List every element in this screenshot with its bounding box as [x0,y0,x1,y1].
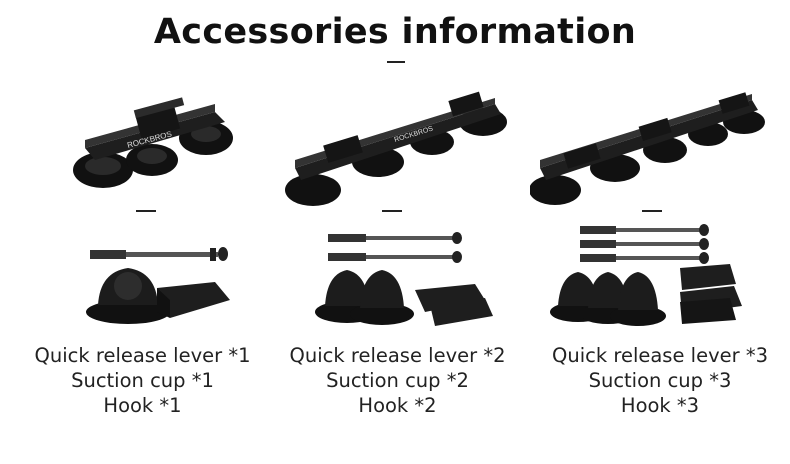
contents-line: Suction cup *1 [71,369,214,392]
package-triple: Quick release lever *3 Suction cup *3 Ho… [530,0,790,464]
double-rack-image: ROCKBROS [285,91,507,326]
contents-line: Suction cup *2 [326,369,469,392]
contents-line: Hook *2 [358,394,437,417]
contents-caption: Quick release lever *2 Suction cup *2 Ho… [265,343,530,418]
title-underline [387,61,405,63]
separator-dash [382,210,402,212]
contents-line: Quick release lever *2 [289,344,506,367]
package-double: ROCKBROS Quick release lever *2 Suction … [265,0,530,464]
page-title: Accessories information [153,12,637,52]
contents-caption: Quick release lever *3 Suction cup *3 Ho… [530,343,790,418]
package-single: ROCKBROS Quick release lever *1 Suction … [10,0,275,464]
contents-caption: Quick release lever *1 Suction cup *1 Ho… [10,343,275,418]
contents-line: Hook *1 [103,394,182,417]
contents-line: Hook *3 [620,394,700,417]
contents-line: Suction cup *3 [588,369,732,392]
contents-line: Quick release lever *3 [552,344,768,367]
separator-dash [136,210,156,212]
separator-dash [642,210,662,212]
triple-rack-image [530,92,765,326]
single-rack-image: ROCKBROS [73,97,233,324]
contents-line: Quick release lever *1 [34,344,251,367]
